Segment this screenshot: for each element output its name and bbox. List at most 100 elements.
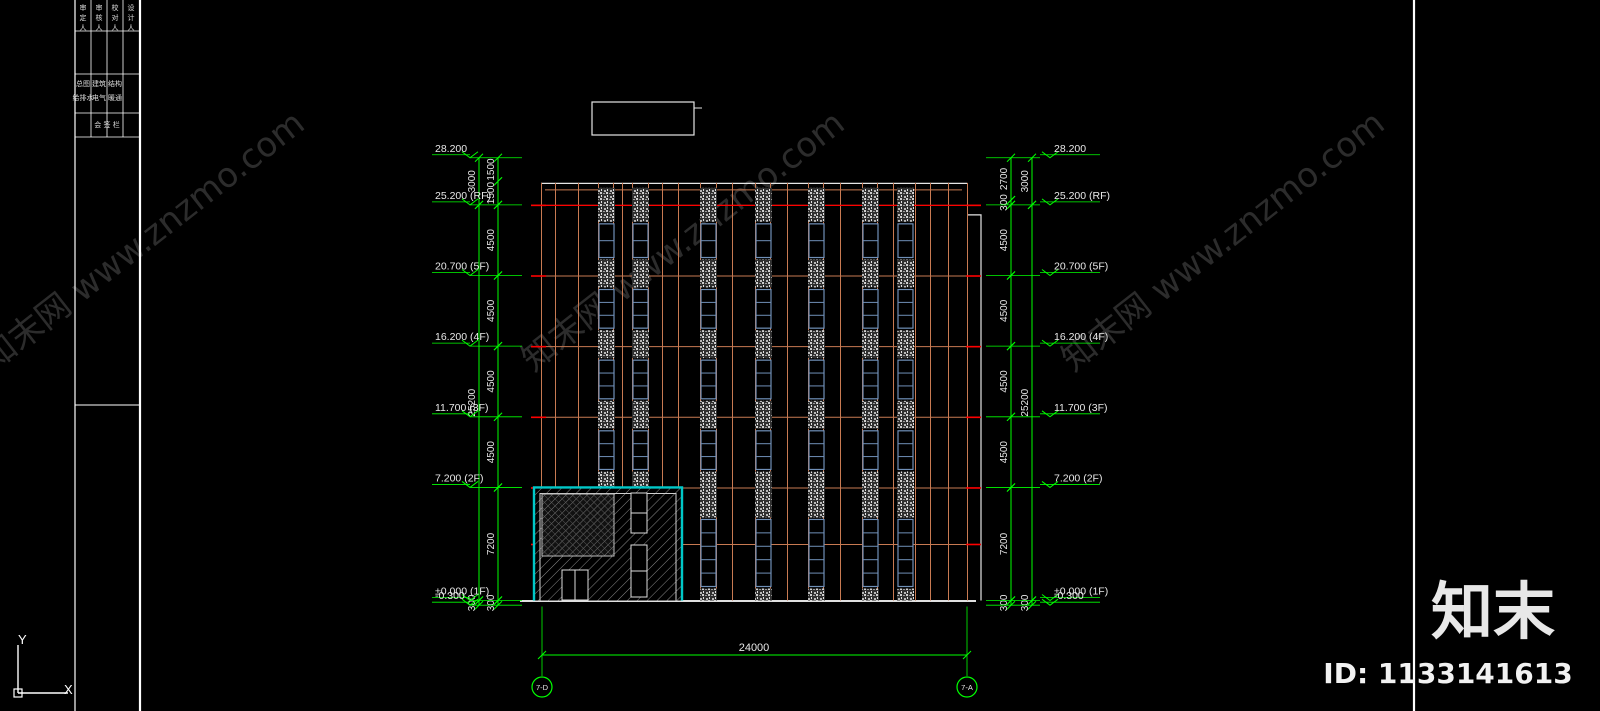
stone-cladding [862,471,879,488]
stone-cladding [897,187,914,222]
level-label: 28.200 [435,143,467,155]
ucs-x-label: X [64,682,73,697]
dimension-text: 7200 [999,532,1010,555]
dimension-text: 3000 [1020,170,1031,193]
entrance-inner-outline [539,492,677,601]
title-block-cell-text: 总图 [76,79,90,88]
level-symbol [1041,598,1059,606]
level-label: 11.700 (3F) [1054,402,1108,414]
window-frame [632,430,649,471]
stone-cladding [755,588,772,601]
dimension-tick [1006,195,1016,205]
entrance-panel [541,493,615,557]
building-elevation [520,101,982,602]
window-frame [755,288,772,329]
window-frame [700,518,717,588]
stone-cladding [897,487,914,518]
window-frame [808,359,825,400]
stone-cladding [897,330,914,359]
window-frame [897,288,914,329]
level-label: 28.200 [1054,143,1086,155]
level-label: 25.200 (RF) [435,190,491,202]
entrance-block [532,486,684,601]
title-block-cell-text: 给排水 [73,93,94,102]
stone-cladding [700,187,717,222]
stone-cladding [897,588,914,601]
title-block-cell-text: 建筑 [92,79,106,88]
stone-cladding [700,588,717,601]
stone-cladding [598,330,615,359]
axis-bubble [531,676,553,698]
title-block-cell-text: 计 [128,13,135,22]
dimension-text: 4500 [486,370,497,393]
dimension-text: 7200 [486,532,497,555]
dimension-text: 300 [999,194,1010,211]
level-label: ±0.000 (1F) [435,586,489,598]
stone-cladding [632,471,649,488]
title-block-cell-text: 电气 [92,93,106,102]
stone-cladding [862,330,879,359]
window-frame [862,359,879,400]
window-frame [632,288,649,329]
stone-cladding [598,259,615,288]
level-symbol [1041,594,1059,602]
stone-cladding [808,330,825,359]
level-symbol [461,339,479,347]
stone-cladding [808,487,825,518]
title-block-cell-text: 人 [80,24,87,32]
stone-cladding [632,259,649,288]
dimension-text: 4500 [486,299,497,322]
window-frame [808,518,825,588]
stone-cladding [700,471,717,488]
stone-cladding [862,187,879,222]
stone-cladding [897,400,914,429]
stone-cladding [700,400,717,429]
stone-cladding [700,259,717,288]
stone-cladding [598,471,615,488]
window-frame [897,359,914,400]
stone-cladding [862,588,879,601]
level-symbol [1041,269,1059,277]
stone-cladding [700,487,717,518]
level-symbol [1041,151,1059,159]
level-symbol [1041,481,1059,489]
title-block-cell-text: 校 [112,3,119,12]
stone-cladding [862,259,879,288]
dimension-text: 300 [1020,594,1031,611]
dimension-text: 25200 [467,388,478,416]
asset-id-label: ID: 1133141613 [1323,657,1572,690]
level-symbol [1041,410,1059,418]
dimension-text: 4500 [999,370,1010,393]
level-label: 11.700 (3F) [435,402,489,414]
title-block-cell-text: 核 [96,13,103,22]
dimension-tick [537,650,547,660]
stone-cladding [808,187,825,222]
stone-cladding [755,487,772,518]
brand-logo-text: 知末 [1431,575,1555,648]
window-frame [897,518,914,588]
window-frame [700,430,717,471]
level-label: 20.700 (5F) [1054,261,1108,273]
level-symbol [1041,339,1059,347]
stone-cladding [755,187,772,222]
title-block-cell-text: 人 [96,24,103,32]
stone-cladding [897,259,914,288]
stone-cladding [755,400,772,429]
title-block-cell-text: 结构 [108,79,122,88]
stone-cladding [862,400,879,429]
dimension-text: 4500 [486,229,497,252]
stone-cladding [808,400,825,429]
stone-cladding [808,471,825,488]
stone-cladding [632,330,649,359]
axis-bubble [956,676,978,698]
stone-cladding [700,330,717,359]
title-block-cell-text: 对 [112,13,119,22]
window-frame [808,430,825,471]
stone-cladding [598,187,615,222]
dimension-text: 4500 [999,229,1010,252]
title-block-cell-text: 暖通 [108,93,122,102]
dimension-text: 4500 [999,441,1010,464]
axis-bubble-label: 7-D [536,683,549,692]
dimension-text: 25200 [1020,388,1031,416]
